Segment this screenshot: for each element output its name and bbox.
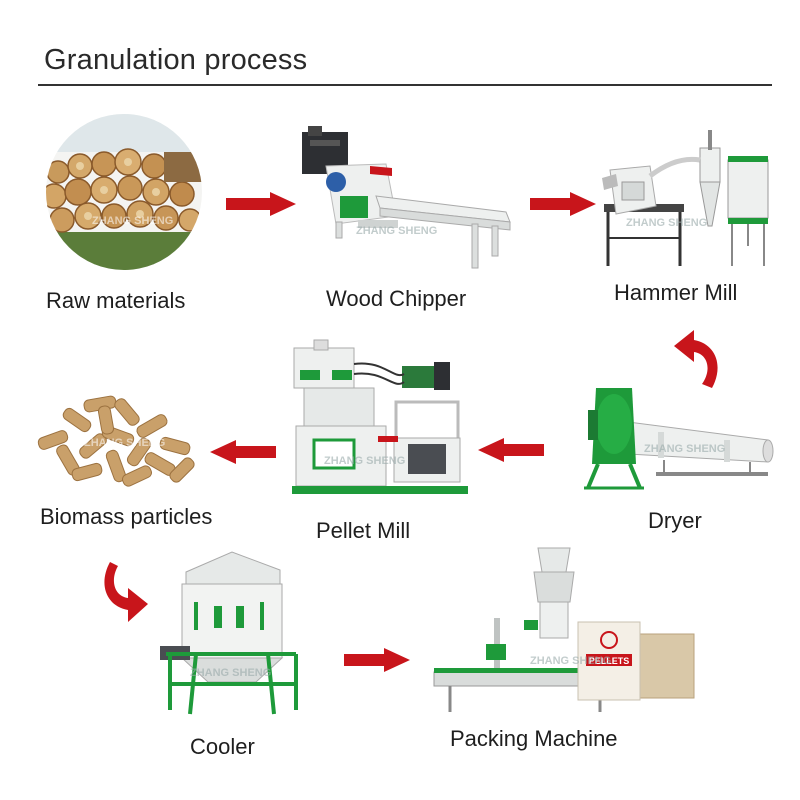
step-packing-machine: PELLETS ZHANG SHENG <box>420 544 700 716</box>
step-pellet-mill: ZHANG SHENG <box>284 339 474 504</box>
bag-label: PELLETS <box>589 656 630 666</box>
counterflow-cooler-icon: ZHANG SHENG <box>160 551 298 715</box>
label-raw-materials: Raw materials <box>46 288 186 313</box>
step-hammer-mill: ZHANG SHENG <box>596 126 776 276</box>
packing-machine-icon: PELLETS ZHANG SHENG <box>433 547 695 712</box>
log-pile-icon: ZHANG SHENG <box>46 114 202 270</box>
watermark-text: ZHANG SHENG <box>190 667 271 679</box>
label-dryer: Dryer <box>648 508 702 533</box>
watermark-text: ZHANG SHENG <box>324 455 405 467</box>
arrow-right-icon <box>530 192 596 216</box>
step-raw-materials: ZHANG SHENG <box>44 112 204 272</box>
watermark-text: ZHANG SHENG <box>644 443 725 455</box>
watermark-text: ZHANG SHENG <box>356 225 437 237</box>
title-divider <box>38 84 772 86</box>
curved-arrow-down-icon <box>104 562 148 622</box>
arrow-left-icon <box>210 440 276 464</box>
watermark-text: ZHANG SHENG <box>84 437 165 449</box>
rotary-dryer-icon: ZHANG SHENG <box>584 388 774 490</box>
label-cooler: Cooler <box>190 734 255 759</box>
step-dryer: ZHANG SHENG <box>574 382 774 498</box>
label-pellet-mill: Pellet Mill <box>316 518 411 543</box>
watermark-text: ZHANG SHENG <box>626 217 707 229</box>
step-wood-chipper: ZHANG SHENG <box>296 126 516 276</box>
arrow-right-icon <box>226 192 296 216</box>
pellet-pile-icon: ZHANG SHENG <box>37 395 195 487</box>
pellet-mill-icon: ZHANG SHENG <box>292 339 468 494</box>
step-cooler: ZHANG SHENG <box>156 550 306 716</box>
curved-arrow-up-icon <box>674 330 718 388</box>
watermark-text: ZHANG SHENG <box>530 655 611 667</box>
label-biomass-particles: Biomass particles <box>40 504 213 529</box>
step-biomass-particles: ZHANG SHENG <box>32 384 202 488</box>
wood-chipper-icon: ZHANG SHENG <box>302 126 511 269</box>
label-wood-chipper: Wood Chipper <box>326 286 467 311</box>
arrow-left-icon <box>478 438 544 462</box>
watermark-text: ZHANG SHENG <box>92 215 173 227</box>
label-packing-machine: Packing Machine <box>450 726 618 751</box>
arrow-right-icon <box>344 648 410 672</box>
page-title: Granulation process <box>44 44 308 76</box>
hammer-mill-icon: ZHANG SHENG <box>602 130 769 266</box>
label-hammer-mill: Hammer Mill <box>614 280 738 305</box>
